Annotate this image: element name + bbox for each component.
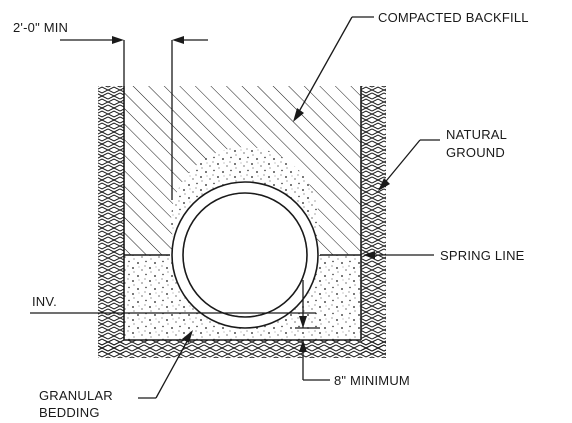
natural-ground-leader: [378, 139, 440, 191]
pipe-interior: [184, 194, 306, 316]
spring-line-label: SPRING LINE: [440, 248, 525, 263]
bedding-min-label: 8" MINIMUM: [334, 373, 410, 388]
compacted-backfill-label: COMPACTED BACKFILL: [378, 10, 529, 25]
granular-bedding-label-line1: GRANULAR: [39, 388, 113, 403]
invert-label: INV.: [32, 294, 57, 309]
natural-ground-right: [361, 86, 386, 354]
granular-bedding-label-line2: BEDDING: [39, 405, 100, 420]
natural-ground-left: [98, 86, 124, 354]
compacted-backfill-zone: [124, 86, 361, 295]
natural-ground-label-line2: GROUND: [446, 145, 505, 160]
natural-ground-label-line1: NATURAL: [446, 127, 508, 142]
compacted-backfill-leader: [293, 16, 374, 122]
spring-line-leader: [363, 251, 434, 259]
natural-ground-bottom: [98, 340, 386, 358]
bedding-min-dimension: [295, 280, 330, 381]
trench-outline: [123, 86, 362, 341]
granular-bedding-leader: [138, 330, 193, 399]
min-width-label: 2'-0" MIN: [13, 20, 69, 35]
min-width-dimension: [60, 36, 208, 200]
